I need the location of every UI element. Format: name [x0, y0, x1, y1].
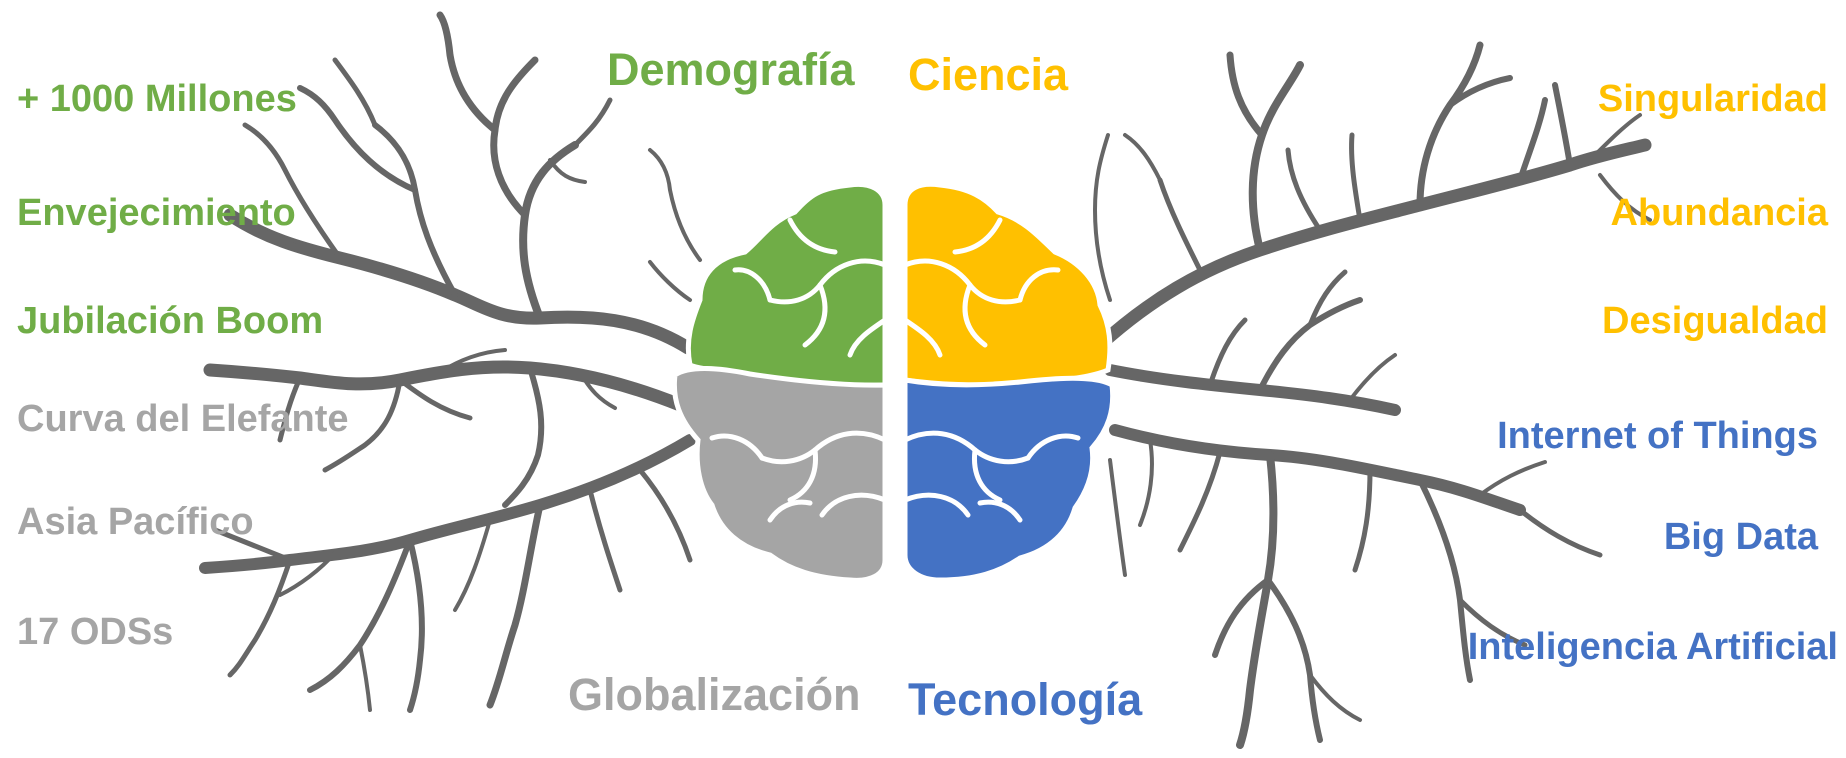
brain-ciencia-lobe: [902, 181, 1113, 388]
right-item-abundancia: Abundancia: [1610, 192, 1828, 234]
brain-left-hemisphere: [671, 181, 888, 583]
brain-right-hemisphere: [902, 181, 1116, 583]
right-item-desigualdad: Desigualdad: [1602, 300, 1828, 342]
left-item-17-odss: 17 ODSs: [17, 611, 174, 653]
right-item-inteligencia-artificial: Inteligencia Artificial: [1467, 626, 1838, 668]
brain-tecnologia-lobe: [902, 375, 1116, 583]
brain-globalizacion-lobe: [671, 365, 888, 583]
heading-demografia: Demografía: [607, 44, 855, 95]
left-item-asia-pacifico: Asia Pacífico: [17, 501, 254, 543]
right-item-big-data: Big Data: [1663, 516, 1818, 558]
heading-ciencia: Ciencia: [908, 49, 1069, 100]
left-trunk-lower: [199, 434, 696, 574]
left-item-curva-elefante: Curva del Elefante: [17, 398, 349, 440]
heading-globalizacion: Globalización: [568, 669, 861, 720]
right-item-internet-of-things: Internet of Things: [1497, 415, 1818, 457]
left-item-jubilacion-boom: Jubilación Boom: [17, 300, 324, 342]
heading-tecnologia: Tecnología: [908, 674, 1143, 725]
right-trunk-lower: [1109, 424, 1526, 516]
right-trunk-middle: [1104, 364, 1401, 416]
brain-demografia-lobe: [685, 181, 888, 388]
right-trunk-upper: [1093, 138, 1652, 352]
left-item-envejecimiento: Envejecimiento: [17, 192, 296, 234]
left-item-mil-millones: + 1000 Millones: [17, 78, 297, 120]
right-item-singularidad: Singularidad: [1597, 78, 1828, 120]
left-trunk-middle: [203, 360, 687, 412]
